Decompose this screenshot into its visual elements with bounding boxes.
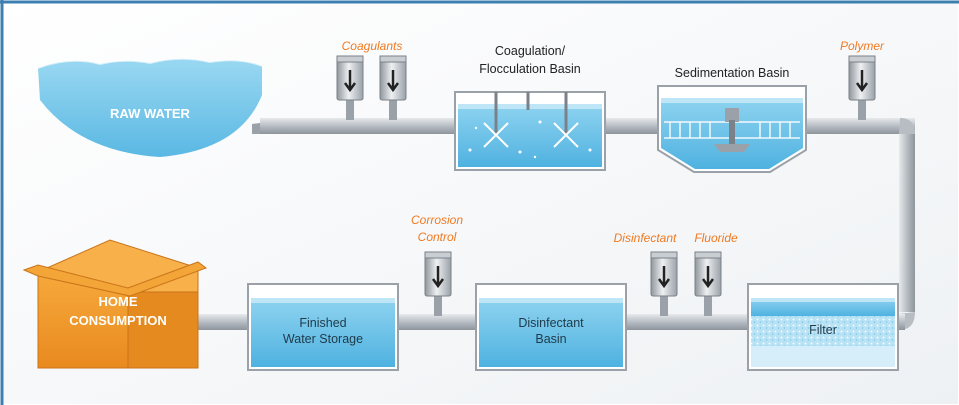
fluoride-label: Fluoride bbox=[694, 231, 738, 245]
disinfectant-feeder bbox=[650, 251, 678, 316]
coagulant-feeder-2 bbox=[379, 55, 407, 120]
sedimentation-basin bbox=[657, 85, 807, 173]
finished-water-storage bbox=[247, 283, 399, 371]
filter-label: Filter bbox=[809, 323, 837, 337]
disinfectant-chemical-label: Disinfectant bbox=[614, 231, 677, 245]
disinfectant-basin bbox=[475, 283, 627, 371]
raw-water-reservoir bbox=[37, 57, 263, 157]
coagulants-label: Coagulants bbox=[342, 39, 403, 53]
finished-water-label-line2: Water Storage bbox=[283, 332, 363, 346]
polymer-feeder bbox=[848, 55, 876, 120]
fluoride-feeder bbox=[694, 251, 722, 316]
home-consumption-label-line1: HOME bbox=[99, 294, 138, 309]
corrosion-control-feeder bbox=[424, 251, 452, 316]
home-consumption-label-line2: CONSUMPTION bbox=[69, 313, 167, 328]
coagulation-flocculation-basin bbox=[454, 91, 606, 171]
disinfectant-basin-label-line1: Disinfectant bbox=[518, 316, 584, 330]
disinfectant-basin-label-line2: Basin bbox=[535, 332, 566, 346]
corrosion-control-label-line2: Control bbox=[418, 230, 457, 244]
home-consumption-house bbox=[22, 239, 208, 369]
finished-water-label-line1: Finished bbox=[299, 316, 346, 330]
coagulation-basin-label-line2: Flocculation Basin bbox=[479, 62, 580, 76]
sedimentation-basin-label: Sedimentation Basin bbox=[675, 66, 790, 80]
raw-water-label: RAW WATER bbox=[110, 106, 191, 121]
coagulation-basin-label-line1: Coagulation/ bbox=[495, 44, 566, 58]
filter-basin bbox=[747, 283, 899, 371]
coagulant-feeder-1 bbox=[336, 55, 364, 120]
polymer-label: Polymer bbox=[840, 39, 885, 53]
corrosion-control-label-line1: Corrosion bbox=[411, 213, 463, 227]
